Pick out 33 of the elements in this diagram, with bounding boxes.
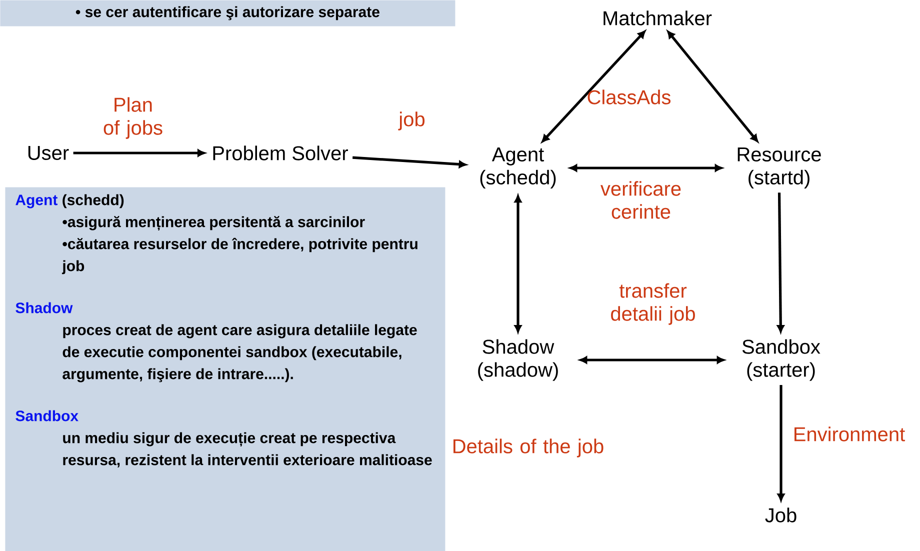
edge-label: job [398, 112, 424, 130]
description-text: •asigură menținerea persitentă a sarcinilor [62, 216, 365, 231]
process-label: Agent (schedd) [480, 148, 556, 188]
edge-label: Environment [794, 426, 905, 442]
process-label: Problem Solver [213, 146, 348, 160]
section-subheading: (schedd) [62, 194, 124, 208]
arrow [73, 149, 205, 157]
arrow [352, 156, 466, 168]
arrow [777, 385, 785, 501]
info-panel [5, 187, 446, 551]
note-band: • se cer autentificare şi autorizare separate [0, 0, 456, 26]
process-label: Matchmaker [604, 10, 712, 26]
process-label: User [28, 146, 69, 160]
description-text: proces creat de agent care asigura detaliile legate de executie componentei sandbox (executabile, argumente, fişiere de intrare.....). [62, 324, 417, 382]
edge-label: Plan of jobs [104, 97, 162, 139]
description-text: •căutarea resurselor de încredere, potrivite pentru job [62, 238, 418, 274]
section-heading: Shadow [16, 302, 73, 314]
process-label: Sandbox (starter) [742, 339, 820, 381]
arrow [514, 195, 522, 332]
process-label: Job [765, 508, 796, 522]
arrow [580, 356, 724, 364]
arrow [667, 30, 758, 142]
process-label: Shadow (shadow) [478, 339, 558, 381]
section-heading: Sandbox [16, 410, 78, 422]
arrow [777, 192, 784, 332]
section-heading: Agent [16, 194, 58, 208]
arrow [570, 164, 722, 172]
process-label: Resource (startd) [738, 148, 821, 188]
arrow [542, 30, 646, 142]
annotation-label: ClassAds [588, 90, 670, 104]
description-text: un mediu sigur de execuție creat pe respectiva resursa, rezistent la interventii exterioare malitioase [63, 432, 432, 468]
edge-label: transfer detalii job [611, 283, 695, 325]
edge-label: verificare cerinte [600, 181, 681, 219]
